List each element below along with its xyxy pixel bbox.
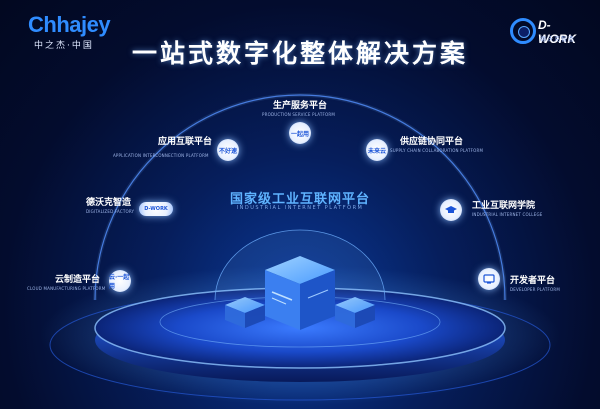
code-icon [478,268,500,290]
graduation-cap-icon [440,199,462,221]
d-work-badge-icon: D-WORK [139,202,173,216]
node-subtitle: CLOUD MANUFACTURING PLATFORM [27,286,106,291]
center-subtitle: INDUSTRIAL INTERNET PLATFORM [236,205,364,211]
node-subtitle: DEVELOPER PLATFORM [510,287,560,292]
node-title: 供应链协同平台 [400,137,464,147]
node-title: 开发者平台 [510,276,556,286]
node-digitalized-factory: 德沃克智造 DIGITALIZED FACTORY [86,195,134,214]
node-subtitle: APPLICATION INTERCONNECTION PLATFORM [113,153,209,158]
node-title: 生产服务平台 [272,101,327,111]
node-production-service: 生产服务平台 PRODUCTION SERVICE PLATFORM [262,98,335,117]
production-service-badge-icon: 一起用 [289,122,311,144]
page-title: 一站式数字化整体解决方案 [131,39,468,68]
node-subtitle: INDUSTRIAL INTERNET COLLEGE [472,212,543,217]
node-cloud-manufacturing: 云制造平台 CLOUD MANUFACTURING PLATFORM [27,272,105,291]
cloud-manufacturing-badge-icon: 云·一起用 [109,270,131,292]
brand-subtitle: 中之杰·中国 [34,41,94,51]
partner-logo: D-WORK 德沃克智造 [510,16,580,50]
partner-logo-cn: 德沃克智造 [540,36,576,43]
node-application-interconnection: 应用互联平台 [150,134,212,147]
brand-name: Chhajey [28,12,111,37]
node-title: 德沃克智造 [86,198,132,208]
node-title: 应用互联平台 [157,137,212,147]
center-title: 国家级工业互联网平台 [229,192,370,207]
node-industrial-internet-college: 工业互联网学院 INDUSTRIAL INTERNET COLLEGE [472,198,542,217]
node-subtitle: PRODUCTION SERVICE PLATFORM [262,112,335,117]
application-interconnection-badge-icon: 不好速 [217,139,239,161]
node-supply-chain: 供应链协同平台 SUPPLY CHAIN COLLABORATION PLATF… [390,134,483,153]
d-work-ring-icon [510,18,536,44]
node-subtitle: SUPPLY CHAIN COLLABORATION PLATFORM [390,148,484,153]
node-subtitle: DIGITALIZED FACTORY [86,209,135,214]
node-developer: 开发者平台 DEVELOPER PLATFORM [510,273,560,292]
node-title: 云制造平台 [55,275,101,285]
node-title: 工业互联网学院 [472,201,536,211]
partner-logo-word: D-WORK [538,18,576,46]
brand-logo: Chhajey 中之杰·中国 [28,12,111,52]
supply-chain-badge-icon: 未来云 [366,139,388,161]
